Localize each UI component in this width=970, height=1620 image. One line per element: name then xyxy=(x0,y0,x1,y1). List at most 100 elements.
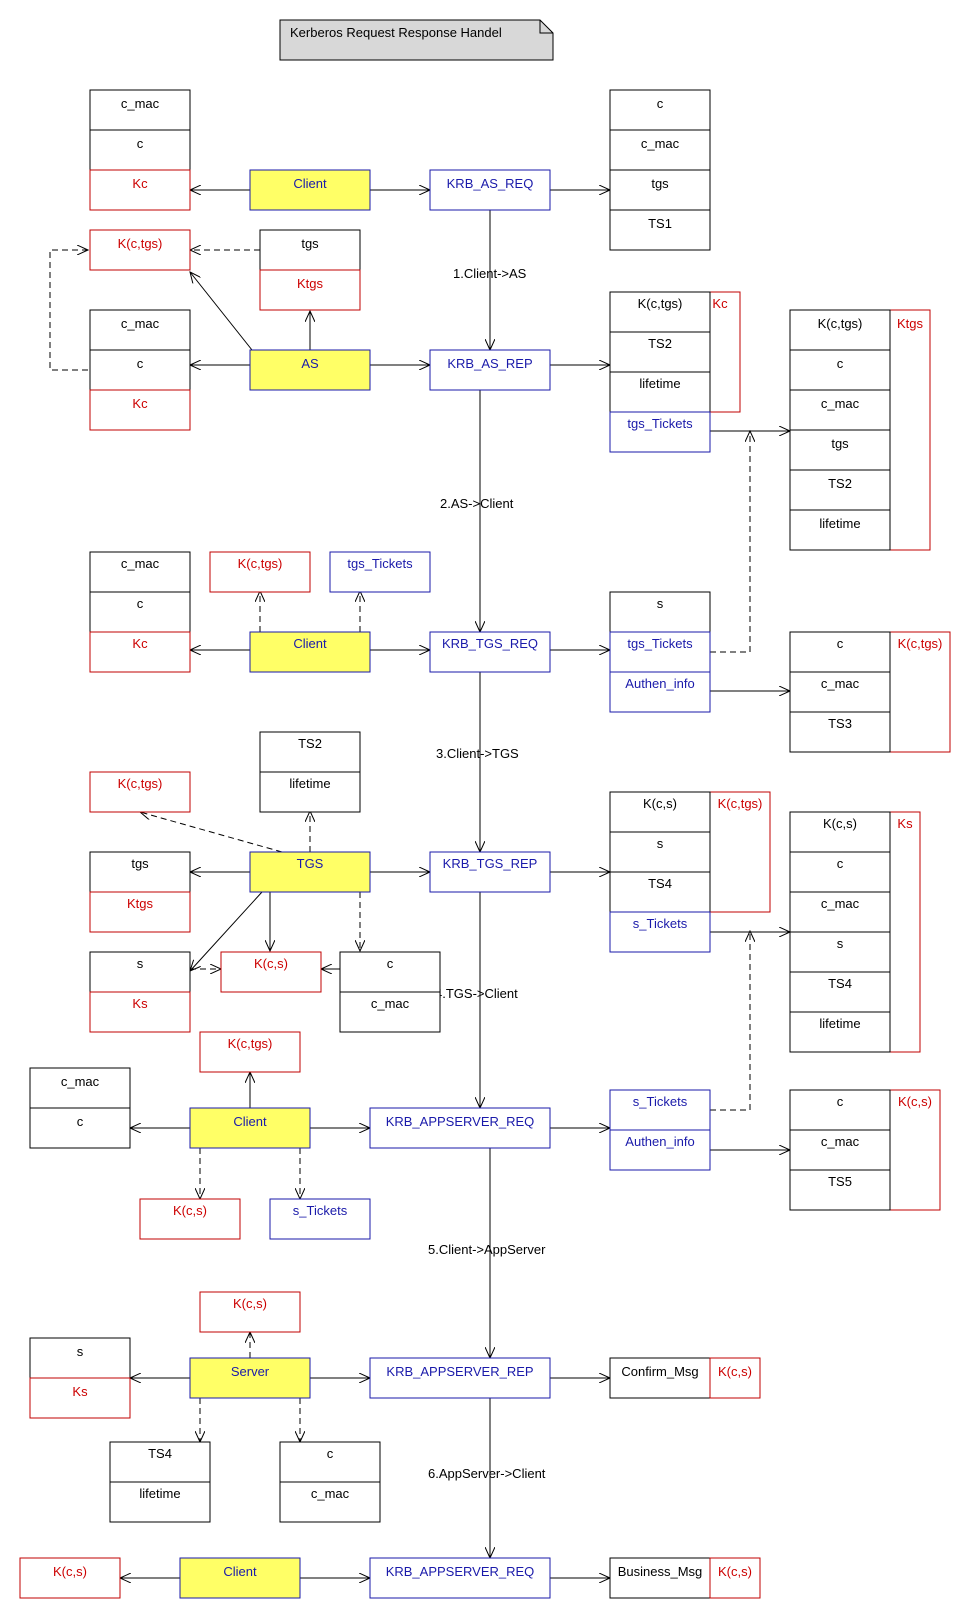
field-k-c-tgs: K(c,tgs) xyxy=(238,556,283,571)
field-s-tickets: s_Tickets xyxy=(633,916,688,931)
field-tgs: tgs xyxy=(651,176,669,191)
as-req-payload: c c_mac tgs TS1 xyxy=(609,89,711,251)
field-tgs-tickets: tgs_Tickets xyxy=(627,416,693,431)
field-c: c xyxy=(657,96,664,111)
actor-as-label: AS xyxy=(301,356,319,371)
field-c: c xyxy=(137,596,144,611)
field-c-mac: c_mac xyxy=(61,1074,100,1089)
field-ts3: TS3 xyxy=(828,716,852,731)
actor-server-label: Server xyxy=(231,1364,270,1379)
field-c: c xyxy=(327,1446,334,1461)
field-lifetime: lifetime xyxy=(639,376,680,391)
appserver-req-payload: s_Tickets Authen_info xyxy=(609,1089,711,1171)
field-ts4: TS4 xyxy=(148,1446,172,1461)
row-5-appserver-req: K(c,tgs) c_mac c Client KRB_APPSERVER_RE… xyxy=(29,1031,941,1240)
field-confirm-msg: Confirm_Msg xyxy=(621,1364,698,1379)
step-label-2: 2.AS->Client xyxy=(440,496,514,511)
field-s: s xyxy=(837,936,844,951)
field-ts5: TS5 xyxy=(828,1174,852,1189)
msg-krb-appserver-rep-label: KRB_APPSERVER_REP xyxy=(386,1364,533,1379)
field-ts2: TS2 xyxy=(298,736,322,751)
actor-tgs-label: TGS xyxy=(297,856,324,871)
actor-client-5 xyxy=(189,1107,311,1149)
field-k-c-s: K(c,s) xyxy=(643,796,677,811)
msg-krb-appserver-req-2-label: KRB_APPSERVER_REQ xyxy=(386,1564,535,1579)
field-ks: Ks xyxy=(132,996,148,1011)
field-tgs-tickets: tgs_Tickets xyxy=(627,636,693,651)
field-c-mac: c_mac xyxy=(121,316,160,331)
msg-krb-appserver-req-2 xyxy=(369,1557,551,1599)
as-rep-payload: Kc K(c,tgs) TS2 lifetime tgs_Tickets xyxy=(609,291,741,453)
field-tgs: tgs xyxy=(131,856,149,871)
field-c: c xyxy=(837,636,844,651)
field-s-tickets: s_Tickets xyxy=(293,1203,348,1218)
field-ktgs: Ktgs xyxy=(127,896,154,911)
field-ts2: TS2 xyxy=(648,336,672,351)
msg-krb-as-req xyxy=(429,169,551,211)
tgs-req-payload: s tgs_Tickets Authen_info xyxy=(609,591,711,713)
field-c: c xyxy=(77,1114,84,1129)
field-k-c-s: K(c,s) xyxy=(233,1296,267,1311)
field-c-mac: c_mac xyxy=(821,896,860,911)
field-k-c-s: K(c,s) xyxy=(898,1094,932,1109)
service-ticket-contents: Ks K(c,s) c c_mac s TS4 lifetime xyxy=(789,811,921,1053)
actor-client-3 xyxy=(249,631,371,673)
actor-tgs xyxy=(249,851,371,893)
field-c: c xyxy=(837,1094,844,1109)
actor-client-1 xyxy=(249,169,371,211)
field-ts1: TS1 xyxy=(648,216,672,231)
authenticator-contents-3: K(c,tgs) c c_mac TS3 xyxy=(789,631,951,753)
msg-krb-tgs-rep xyxy=(429,851,551,893)
field-tgs: tgs xyxy=(831,436,849,451)
field-k-c-s: K(c,s) xyxy=(718,1364,752,1379)
field-s: s xyxy=(77,1344,84,1359)
business-payload: Business_Msg K(c,s) xyxy=(609,1557,761,1599)
tgs-rep-payload: K(c,tgs) K(c,s) s TS4 s_Tickets xyxy=(609,791,771,953)
row-3-tgs-req: c_mac c Kc K(c,tgs) tgs_Tickets Client K… xyxy=(89,551,951,753)
step-label-5: 5.Client->AppServer xyxy=(428,1242,546,1257)
field-k-c-s: K(c,s) xyxy=(53,1564,87,1579)
field-s-tickets: s_Tickets xyxy=(633,1094,688,1109)
row-1-as-req: c_mac c Kc Client KRB_AS_REQ c c_mac tgs… xyxy=(89,89,711,251)
authenticator-contents-5: K(c,s) c c_mac TS5 xyxy=(789,1089,941,1211)
field-tgs-tickets: tgs_Tickets xyxy=(347,556,413,571)
client-field-stack-3: c_mac c Kc xyxy=(89,551,191,673)
field-s: s xyxy=(657,836,664,851)
field-lifetime: lifetime xyxy=(819,516,860,531)
field-k-c-tgs: K(c,tgs) xyxy=(228,1036,273,1051)
field-k-c-tgs: K(c,tgs) xyxy=(718,796,763,811)
step-label-4: 4.TGS->Client xyxy=(435,986,518,1001)
field-kc: Kc xyxy=(132,636,148,651)
msg-krb-tgs-req xyxy=(429,631,551,673)
as-field-stack: c_mac c Kc xyxy=(89,309,191,431)
field-c-mac: c_mac xyxy=(311,1486,350,1501)
field-s: s xyxy=(137,956,144,971)
field-c: c xyxy=(837,356,844,371)
msg-krb-tgs-rep-label: KRB_TGS_REP xyxy=(443,856,538,871)
field-ts4: TS4 xyxy=(828,976,852,991)
field-k-c-tgs: K(c,tgs) xyxy=(638,296,683,311)
field-c-mac: c_mac xyxy=(121,96,160,111)
field-authen-info: Authen_info xyxy=(625,676,694,691)
field-k-c-tgs: K(c,tgs) xyxy=(898,636,943,651)
field-ks: Ks xyxy=(72,1384,88,1399)
field-ktgs: Ktgs xyxy=(897,316,924,331)
field-c-mac: c_mac xyxy=(641,136,680,151)
step-labels: 1.Client->AS 2.AS->Client 3.Client->TGS … xyxy=(428,266,546,1481)
field-s: s xyxy=(657,596,664,611)
step-label-1: 1.Client->AS xyxy=(453,266,527,281)
field-kc: Kc xyxy=(132,396,148,411)
field-lifetime: lifetime xyxy=(139,1486,180,1501)
row-7-appserver-req: K(c,s) Client KRB_APPSERVER_REQ Business… xyxy=(19,1557,761,1599)
step-label-3: 3.Client->TGS xyxy=(436,746,519,761)
msg-krb-tgs-req-label: KRB_TGS_REQ xyxy=(442,636,538,651)
diagram-title: Kerberos Request Response Handel xyxy=(290,25,502,40)
diagram-title-note: Kerberos Request Response Handel xyxy=(279,19,554,61)
actor-client-1-label: Client xyxy=(293,176,327,191)
field-authen-info: Authen_info xyxy=(625,1134,694,1149)
field-k-c-tgs: K(c,tgs) xyxy=(118,776,163,791)
field-k-c-s: K(c,s) xyxy=(173,1203,207,1218)
field-ks: Ks xyxy=(897,816,913,831)
actor-as xyxy=(249,349,371,391)
